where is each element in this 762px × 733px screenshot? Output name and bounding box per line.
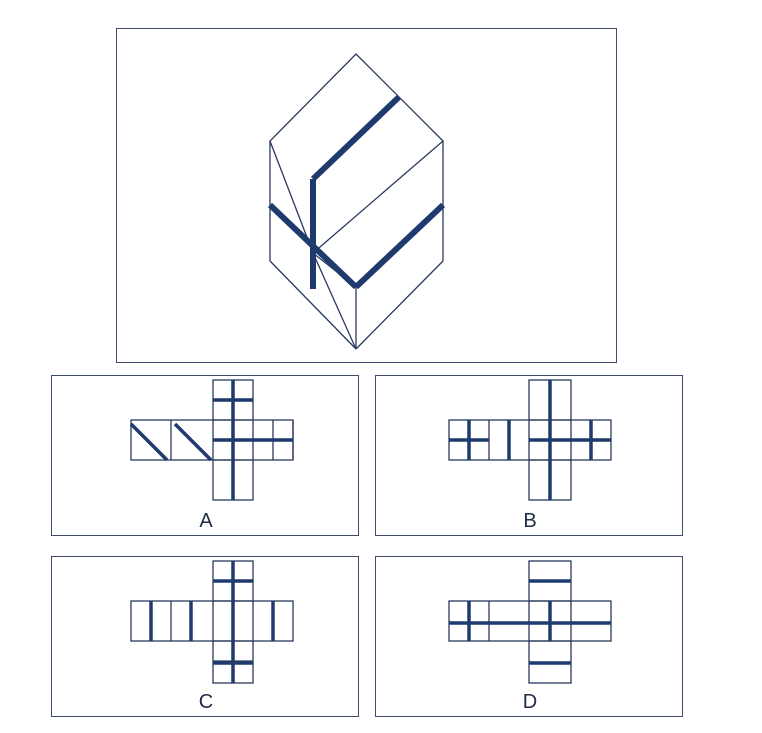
- box-3d-figure: [267, 53, 446, 350]
- question-panel: [116, 28, 617, 363]
- option-d-label: D: [522, 691, 538, 713]
- option-a-label: A: [199, 510, 213, 532]
- option-c-label: C: [198, 691, 214, 713]
- option-b-panel[interactable]: B: [375, 375, 683, 536]
- option-d-net: [448, 560, 612, 684]
- option-a-panel[interactable]: A: [51, 375, 359, 536]
- option-d-panel[interactable]: D: [375, 556, 683, 717]
- option-c-net: [130, 560, 294, 684]
- box-outline: [269, 53, 444, 350]
- option-b-label: B: [523, 510, 537, 532]
- box-stripe: [267, 94, 446, 290]
- option-b-net: [448, 379, 612, 501]
- option-c-panel[interactable]: C: [51, 556, 359, 717]
- option-a-net: [129, 379, 294, 501]
